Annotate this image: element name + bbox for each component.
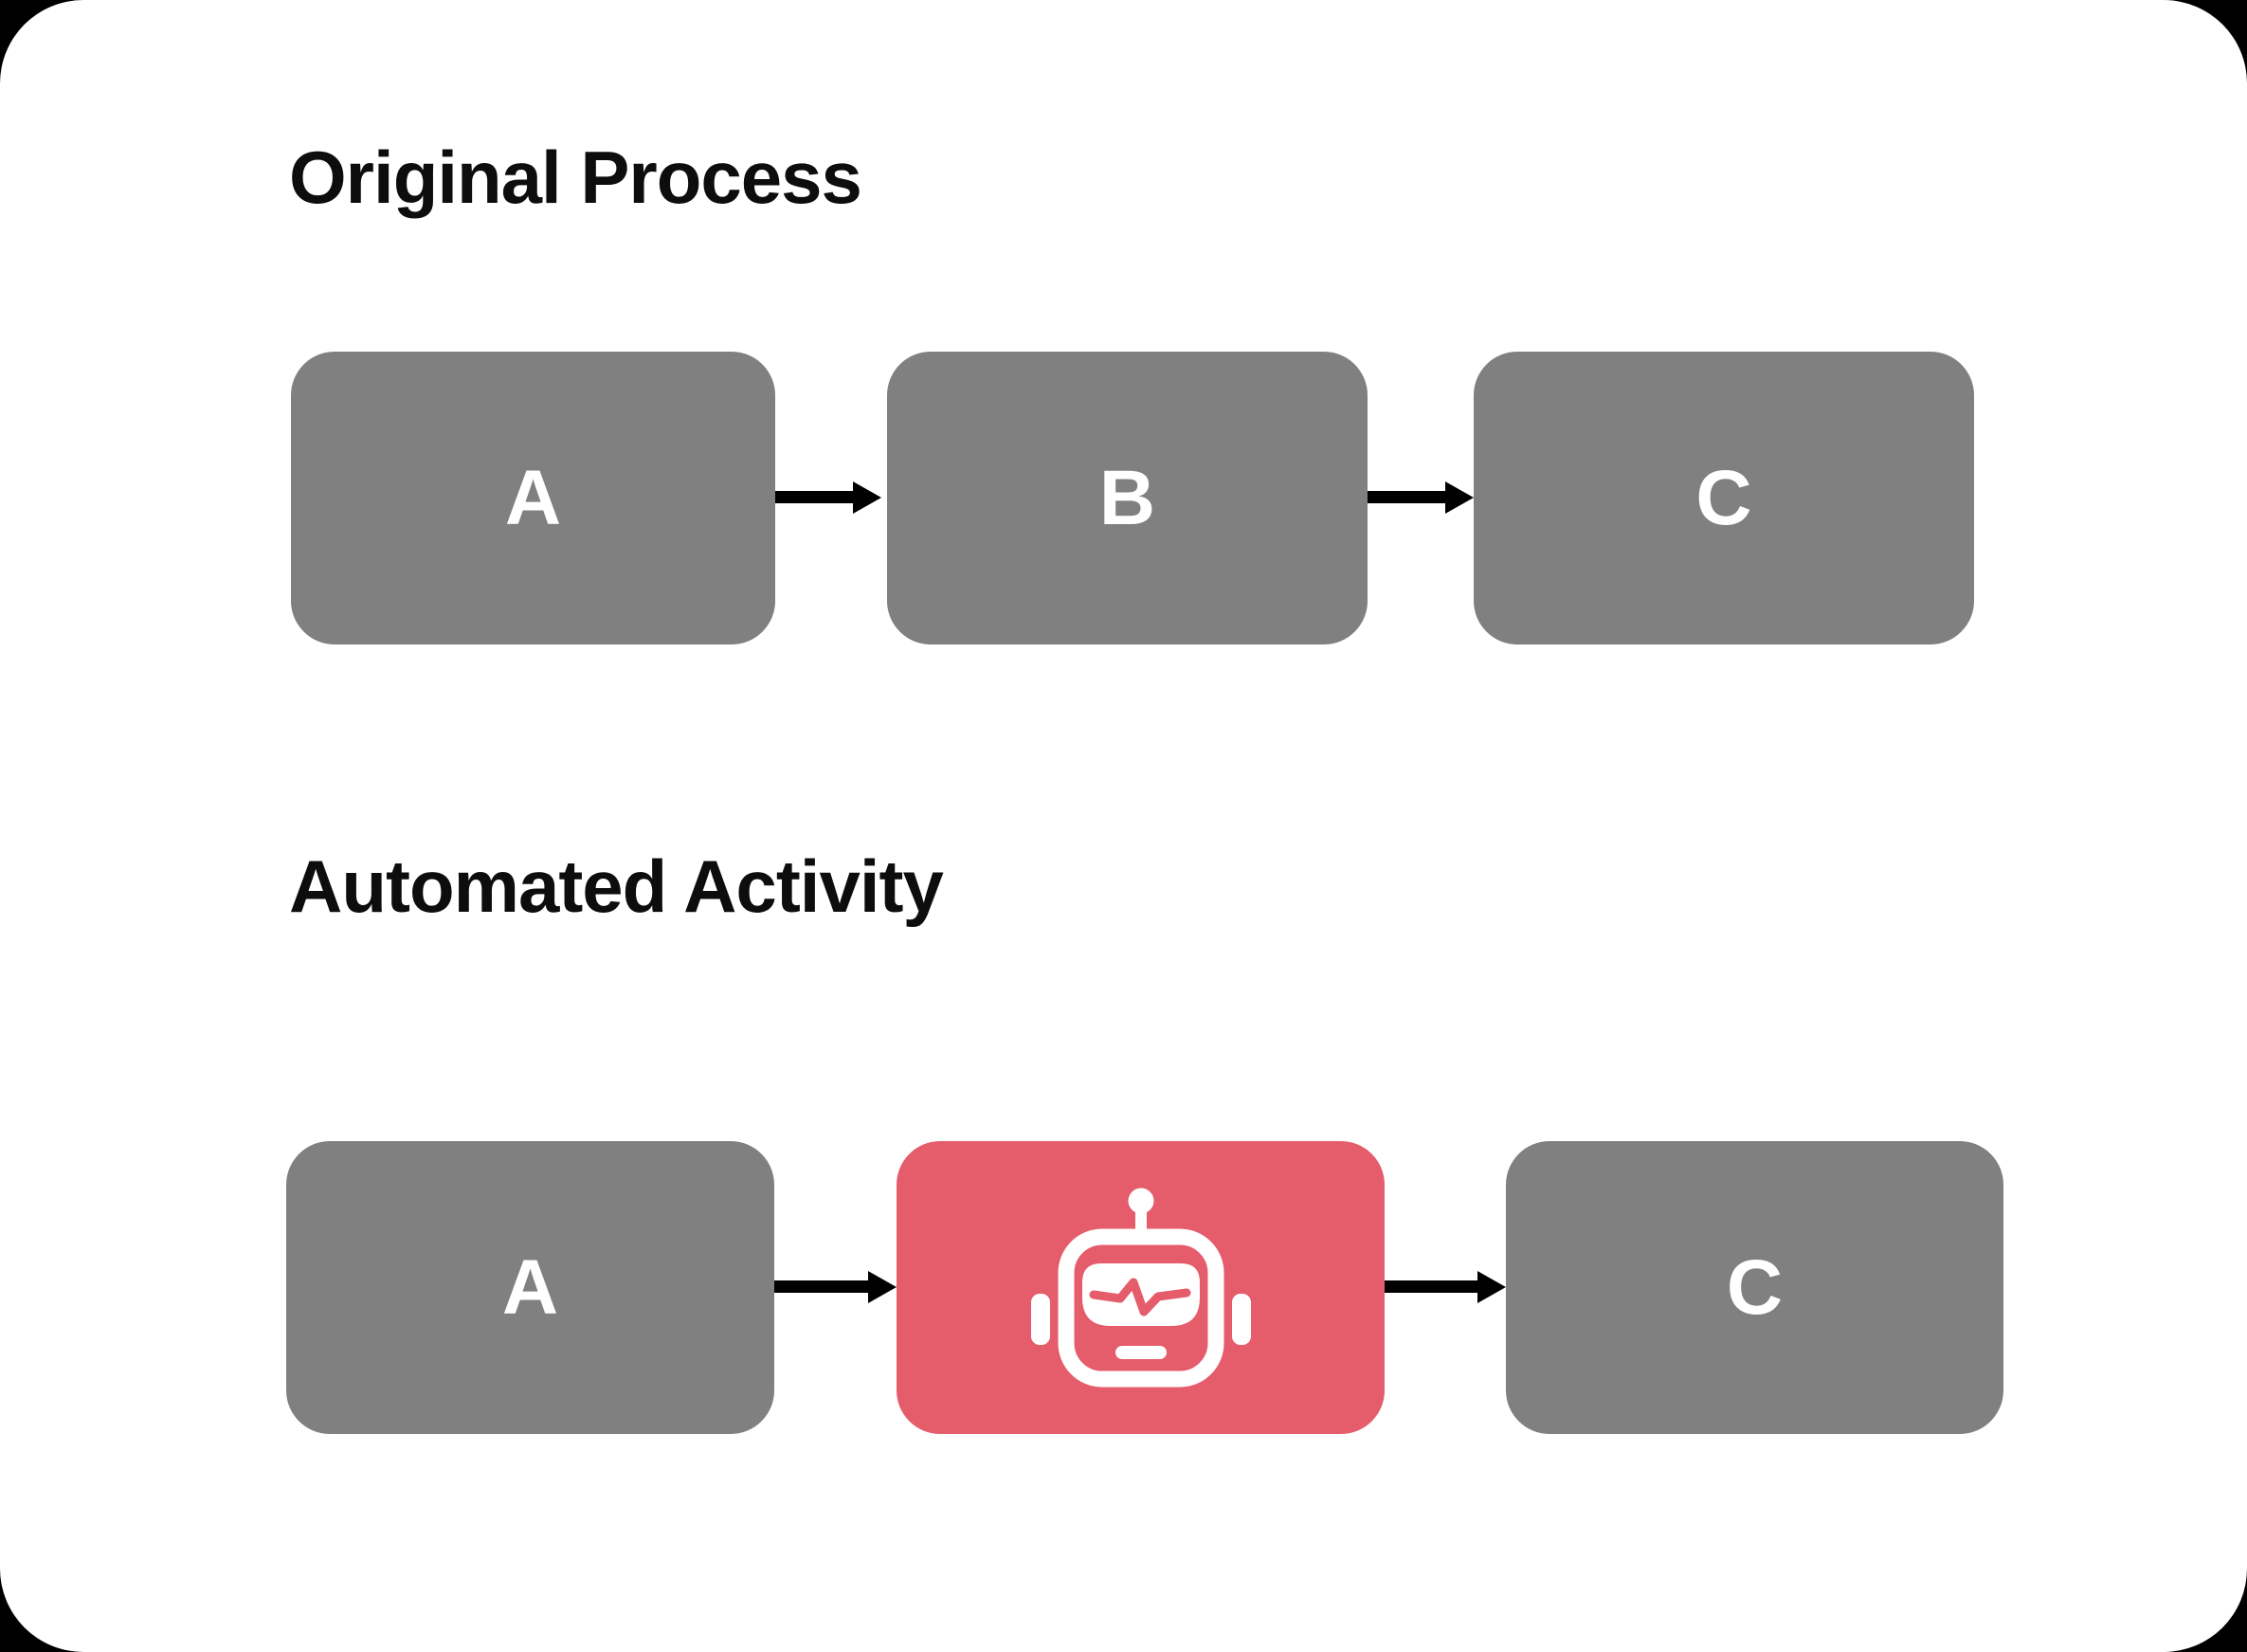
arrow-shaft bbox=[1385, 1280, 1479, 1293]
flow-arrow-icon bbox=[774, 1271, 897, 1303]
arrow-shaft bbox=[1368, 491, 1447, 503]
process-node-c: C bbox=[1506, 1141, 2003, 1434]
node-label: C bbox=[1726, 1244, 1784, 1331]
flow-arrow-icon bbox=[1385, 1271, 1506, 1303]
arrow-head bbox=[853, 481, 881, 514]
process-node-automated bbox=[897, 1141, 1385, 1434]
process-node-a: A bbox=[291, 352, 775, 644]
arrow-shaft bbox=[775, 491, 855, 503]
process-node-c: C bbox=[1474, 352, 1974, 644]
node-label: A bbox=[504, 454, 562, 541]
node-label: A bbox=[501, 1244, 559, 1331]
section-title-original-process: Original Process bbox=[289, 136, 862, 219]
node-label: C bbox=[1695, 454, 1752, 541]
process-node-a: A bbox=[286, 1141, 774, 1434]
arrow-head bbox=[868, 1271, 897, 1303]
node-label: B bbox=[1098, 454, 1156, 541]
arrow-head bbox=[1477, 1271, 1506, 1303]
process-node-b: B bbox=[887, 352, 1368, 644]
robot-icon bbox=[1030, 1188, 1251, 1387]
flow-arrow-icon bbox=[1368, 481, 1474, 514]
flow-arrow-icon bbox=[775, 481, 881, 514]
section-title-automated-activity: Automated Activity bbox=[289, 844, 944, 928]
arrow-shaft bbox=[774, 1280, 870, 1293]
arrow-head bbox=[1445, 481, 1474, 514]
